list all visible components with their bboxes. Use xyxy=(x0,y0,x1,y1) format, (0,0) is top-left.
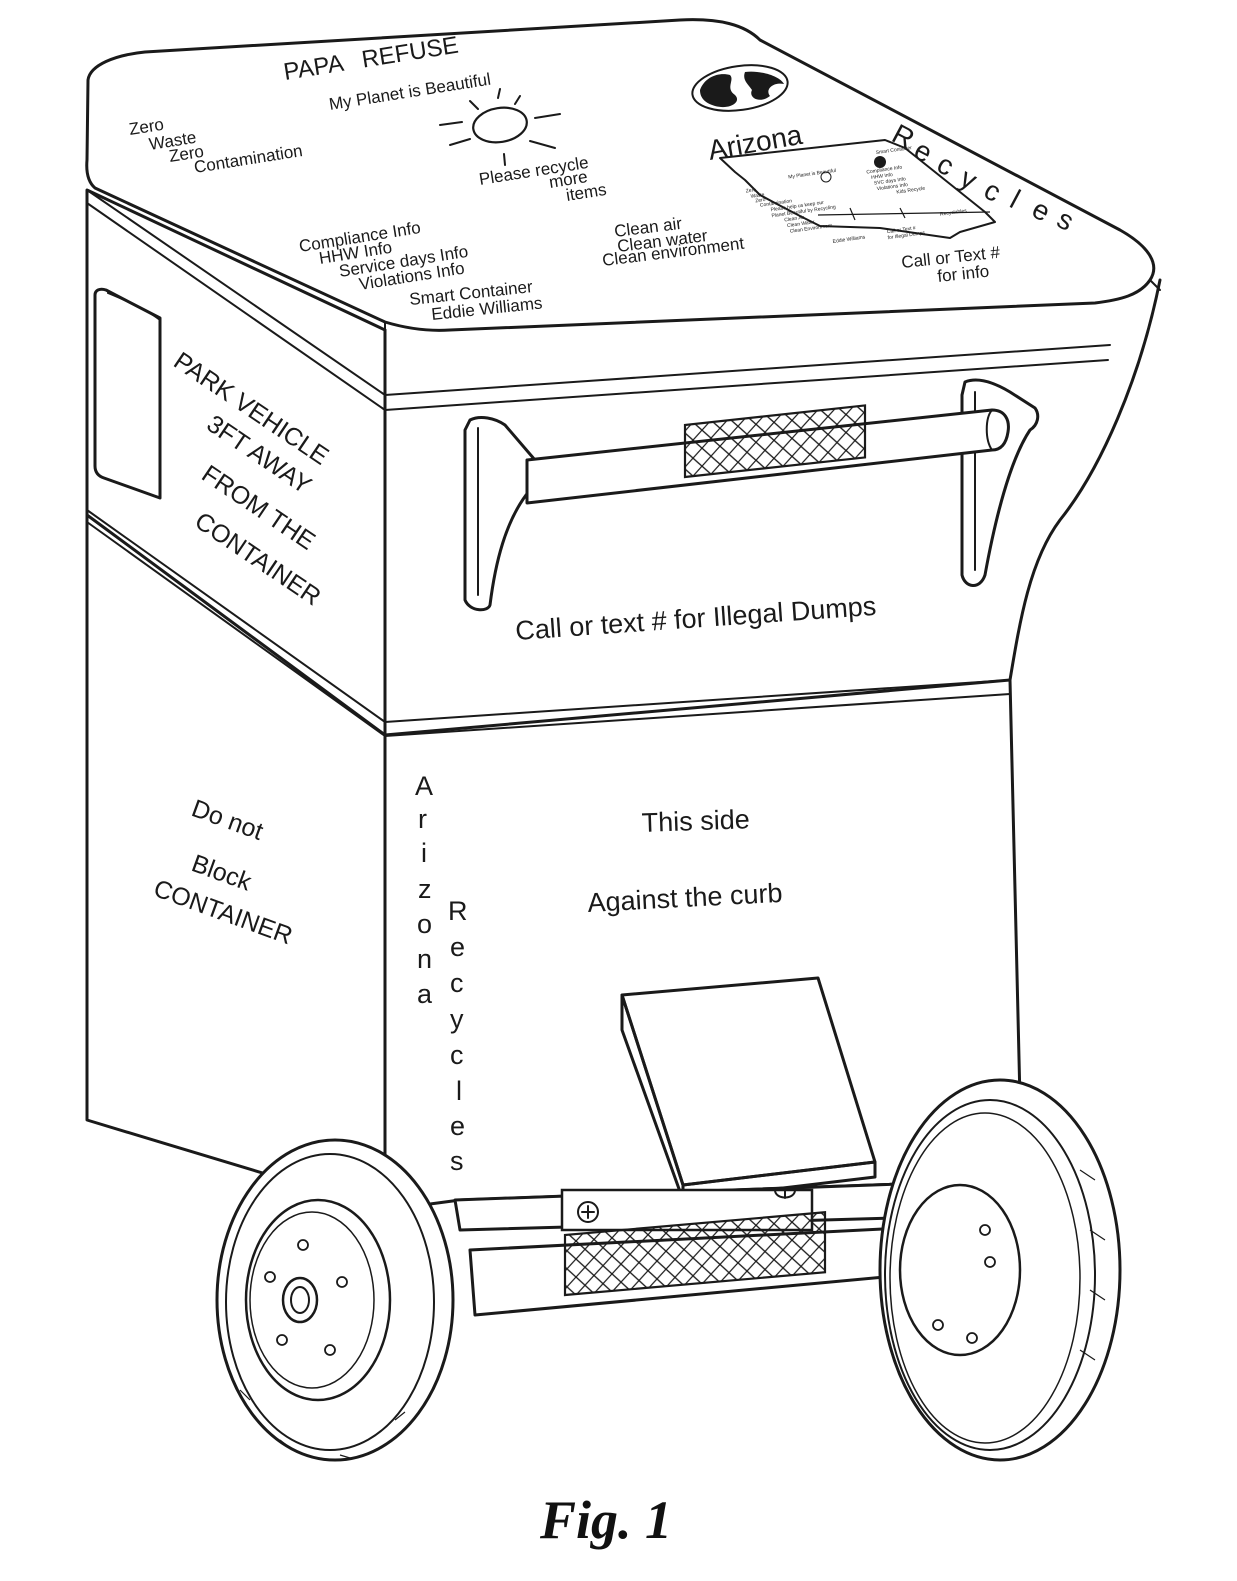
svg-text:r: r xyxy=(418,804,427,834)
svg-text:A: A xyxy=(415,771,433,801)
svg-text:n: n xyxy=(417,944,432,974)
front-illegal-dumps-text: Call or text # for Illegal Dumps xyxy=(514,591,877,646)
svg-text:z: z xyxy=(418,874,432,904)
svg-text:i: i xyxy=(421,838,427,868)
svg-text:Eddie Williams: Eddie Williams xyxy=(832,234,866,245)
svg-text:Do not: Do not xyxy=(188,794,267,846)
figure-caption: Fig. 1 xyxy=(539,1490,672,1550)
svg-text:Clean Environment: Clean Environment xyxy=(790,223,834,235)
svg-text:Compliance Info: Compliance Info xyxy=(866,165,903,176)
left-wheel xyxy=(215,1138,455,1462)
svg-text:Zero: Zero xyxy=(745,187,756,194)
arizona-map-icon: My Planet is Beautiful Zero Waste Zero C… xyxy=(719,139,996,245)
foot-pedal[interactable] xyxy=(620,976,877,1202)
axle-assembly xyxy=(453,1178,1014,1317)
side-handle-recess xyxy=(93,287,162,500)
svg-text:R: R xyxy=(448,896,468,926)
svg-text:Recyclables: Recyclables xyxy=(940,208,968,218)
front-this-side-text: This side xyxy=(641,804,750,838)
svg-text:Contamination: Contamination xyxy=(760,198,793,208)
svg-text:s: s xyxy=(450,1146,464,1176)
svg-text:Clean Air: Clean Air xyxy=(784,215,805,224)
sun-icon xyxy=(439,88,561,166)
front-against-curb-text: Against the curb xyxy=(587,878,783,918)
svg-text:for Illegal Dumps: for Illegal Dumps xyxy=(887,230,925,241)
front-handle[interactable] xyxy=(463,378,1040,612)
svg-text:c: c xyxy=(450,1040,464,1070)
svg-text:e: e xyxy=(450,1111,465,1141)
container-body xyxy=(85,188,1162,1212)
globe-icon xyxy=(691,64,789,112)
svg-text:Smart Container: Smart Container xyxy=(875,145,912,156)
svg-text:Call or Text #: Call or Text # xyxy=(887,225,917,235)
svg-text:Clean Water: Clean Water xyxy=(787,219,816,229)
side-warning-block: Do not Block CONTAINER xyxy=(150,794,296,950)
lid: PAPA REFUSE My Planet is Beautiful Zero … xyxy=(85,18,1161,411)
side-warning-park: PARK VEHICLE 3FT AWAY FROM THE CONTAINER xyxy=(169,347,334,612)
svg-text:Zero: Zero xyxy=(755,197,766,204)
svg-text:HHW Info: HHW Info xyxy=(871,172,894,181)
front-vertical-recycles: R e c y c l e s xyxy=(448,896,468,1176)
front-vertical-arizona: A r i z o n a xyxy=(415,771,433,1009)
svg-text:Kids Recycle: Kids Recycle xyxy=(896,186,926,196)
svg-text:c: c xyxy=(450,968,464,998)
right-wheel xyxy=(878,1078,1122,1462)
svg-text:Violations Info: Violations Info xyxy=(876,182,908,192)
svg-text:o: o xyxy=(417,909,432,939)
svg-text:SVC days Info: SVC days Info xyxy=(874,176,907,186)
svg-text:e: e xyxy=(450,932,465,962)
svg-text:Waste: Waste xyxy=(750,192,765,200)
svg-text:l: l xyxy=(456,1076,462,1106)
svg-text:y: y xyxy=(450,1004,464,1034)
svg-text:a: a xyxy=(417,979,433,1009)
